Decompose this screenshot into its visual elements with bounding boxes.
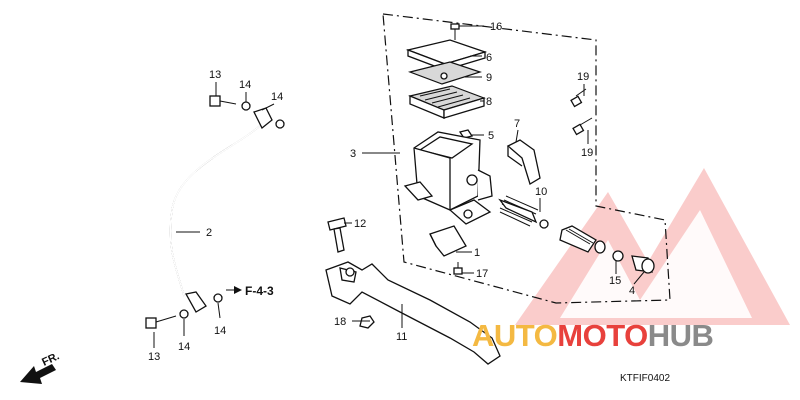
watermark-word-auto: AUTO: [472, 318, 557, 353]
screw-17: [453, 262, 463, 275]
bolt-19-lower: [572, 117, 593, 136]
callout-14-lower-b: 14: [214, 325, 226, 337]
diagram-code: KTFIF0402: [620, 373, 670, 384]
master-cylinder-body: [403, 131, 493, 225]
watermark-word-moto: MOTO: [557, 318, 647, 353]
circlip: [612, 250, 624, 262]
clip-5: [458, 129, 474, 139]
callout-19-lower: 19: [581, 147, 593, 159]
callout-13-lower: 13: [148, 351, 160, 363]
upper-banjo-fitting: [253, 107, 273, 130]
upper-washer-a: [241, 101, 251, 111]
callout-13-upper: 13: [209, 69, 221, 81]
brake-hose: [169, 123, 263, 297]
clamp-holder: [506, 139, 541, 185]
lower-banjo-bolt: [145, 315, 177, 329]
watermark-word-hub: HUB: [648, 318, 714, 353]
piston: [559, 225, 606, 254]
diaphragm: [408, 85, 486, 119]
callout-18: 18: [334, 316, 346, 328]
lower-washer-b: [213, 293, 223, 303]
pivot-bolt: [327, 217, 347, 253]
callout-11: 11: [396, 331, 407, 343]
lower-washer-a: [179, 309, 189, 319]
reference-label: F-4-3: [245, 284, 274, 298]
watermark-text: AUTOMOTOHUB: [472, 318, 713, 353]
brake-lever: [325, 261, 501, 365]
watermark-logo: [515, 168, 790, 325]
boot: [631, 255, 655, 274]
callout-14-lower-a: 14: [178, 341, 190, 353]
callout-14-upper-b: 14: [271, 91, 283, 103]
callout-10: 10: [535, 186, 547, 198]
piston-spring: [498, 195, 539, 227]
upper-banjo-bolt: [209, 95, 237, 107]
callout-19-upper: 19: [577, 71, 589, 83]
screw-16: [450, 23, 460, 40]
callout-3: 3: [350, 148, 356, 160]
nut-18: [359, 315, 375, 329]
callout-16: 16: [490, 21, 502, 33]
brake-switch: [429, 225, 467, 257]
callout-9: 9: [486, 72, 492, 84]
callout-14-upper-a: 14: [239, 79, 251, 91]
callout-4: 4: [629, 285, 635, 297]
callout-8: 8: [486, 96, 492, 108]
callout-12: 12: [354, 218, 366, 230]
assembly-outline: [382, 13, 671, 304]
reference-arrow: [234, 286, 242, 294]
callout-7: 7: [514, 118, 520, 130]
leader-lines: [153, 25, 645, 348]
direction-label: FR.: [40, 350, 61, 368]
callout-15: 15: [609, 275, 621, 287]
callout-6: 6: [486, 52, 492, 64]
callout-17: 17: [476, 268, 488, 280]
lower-banjo-fitting: [184, 291, 207, 313]
front-direction-arrow: FR.: [20, 350, 61, 384]
callout-5: 5: [488, 130, 494, 142]
piston-cup: [539, 219, 549, 229]
callout-1: 1: [474, 247, 480, 259]
callout-2: 2: [206, 227, 212, 239]
upper-washer-b: [275, 119, 285, 129]
